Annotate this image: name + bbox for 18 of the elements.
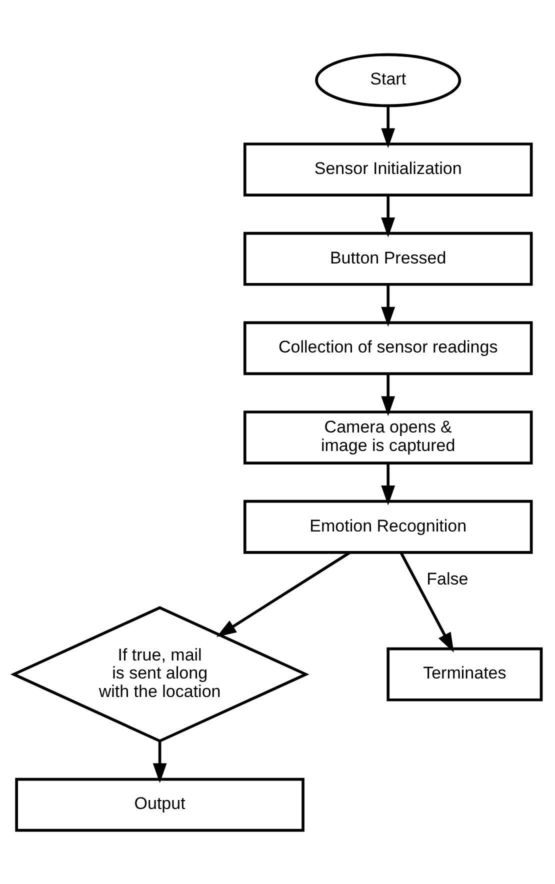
node-box: Terminates: [386, 646, 543, 701]
arrow: [381, 284, 396, 326]
node-box: Camera opens & image is captured: [243, 410, 533, 464]
node-box: Button Pressed: [243, 231, 533, 286]
node-box: Collection of sensor readings: [243, 320, 533, 375]
arrow: [381, 106, 396, 148]
arrow: [152, 740, 167, 783]
edge-label: False: [426, 568, 468, 588]
node-box: Emotion Recognition: [243, 499, 533, 554]
arrow: [400, 552, 454, 652]
node-ellipse: Start: [315, 52, 462, 107]
node-box: Sensor Initialization: [243, 142, 533, 196]
node-box: Output: [15, 777, 304, 832]
arrow: [381, 463, 396, 505]
arrow: [381, 195, 396, 237]
node-diamond: If true, mail is sent along with the location: [10, 606, 310, 742]
arrow: [381, 374, 396, 416]
arrow: [216, 550, 351, 637]
